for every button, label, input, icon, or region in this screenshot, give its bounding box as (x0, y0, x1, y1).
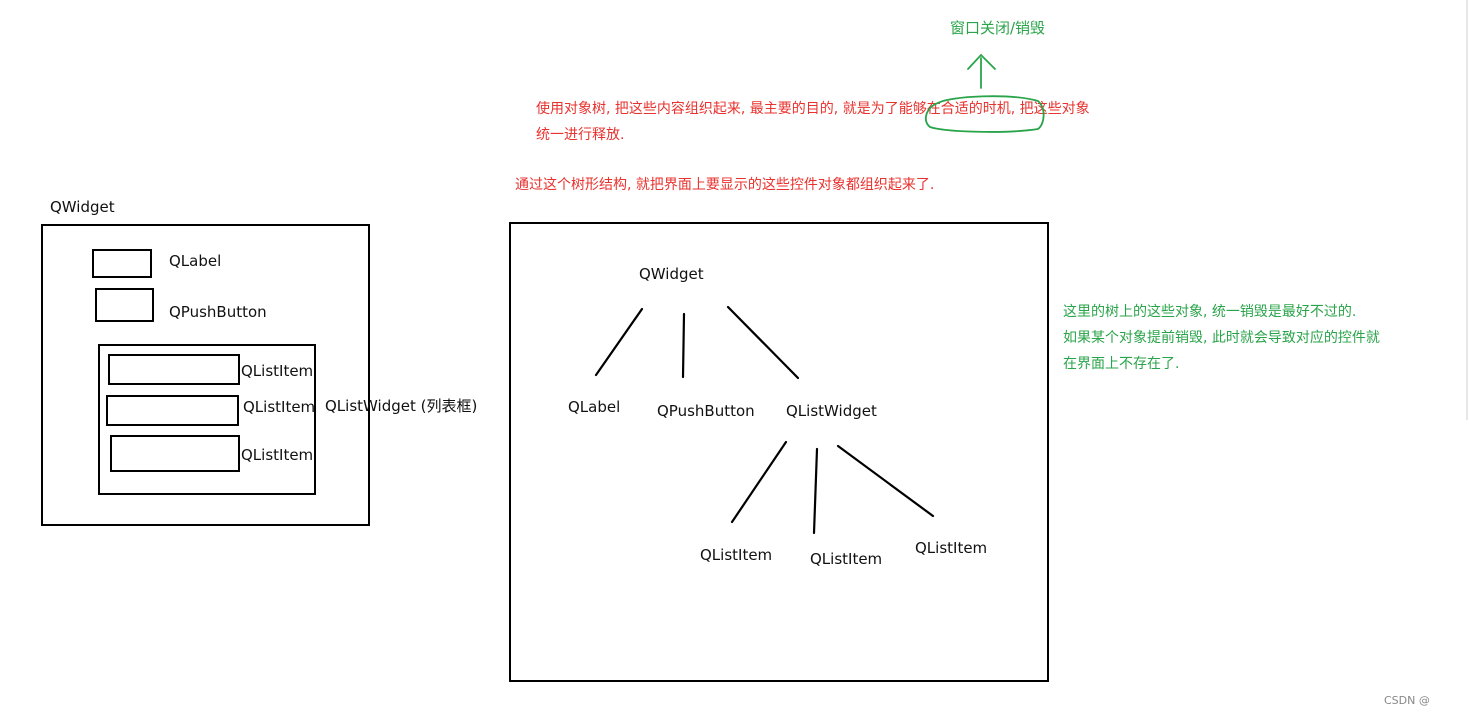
tree-node-listitem-2: QListItem (810, 550, 883, 568)
left-root-label: QWidget (50, 198, 115, 216)
tree-node-qlistwidget: QListWidget (786, 402, 877, 420)
list-item-box-1 (108, 354, 240, 385)
tree-node-listitem-3: QListItem (915, 539, 988, 557)
qlabel-label: QLabel (169, 252, 222, 270)
edge-root-qlistwidget (726, 305, 800, 380)
release-note-line1: 使用对象树, 把这些内容组织起来, 最主要的目的, 就是为了能够在合适的时机, … (536, 101, 1090, 117)
qpushbutton-label: QPushButton (169, 303, 267, 321)
list-item-label-3: QListItem (241, 446, 314, 464)
tree-node-qpushbutton: QPushButton (657, 402, 755, 420)
structure-note: 通过这个树形结构, 就把界面上要显示的这些控件对象都组织起来了. (515, 177, 935, 193)
edge-qlistwidget-item1 (730, 440, 788, 524)
watermark: CSDN @ (1384, 694, 1430, 707)
tree-frame (509, 222, 1049, 682)
list-item-box-3 (110, 435, 240, 472)
list-item-label-2: QListItem (243, 398, 316, 416)
qwidget-box (41, 224, 370, 526)
edge-root-qlabel (594, 307, 644, 377)
edge-qlistwidget-item3 (836, 444, 935, 518)
release-note-line2: 统一进行释放. (536, 127, 625, 143)
qlistwidget-box (98, 344, 316, 495)
edge-root-qpushbutton (681, 312, 686, 379)
qlistwidget-label: QListWidget (列表框) (325, 397, 478, 415)
edge-qlistwidget-item2 (812, 447, 819, 535)
list-item-box-2 (106, 395, 239, 426)
tree-node-root: QWidget (639, 265, 704, 283)
destroy-label: 窗口关闭/销毁 (950, 19, 1046, 37)
qlabel-box (92, 249, 152, 278)
up-arrow-head (967, 53, 996, 70)
side-note-line2: 如果某个对象提前销毁, 此时就会导致对应的控件就 (1063, 330, 1380, 346)
highlight-loop (924, 95, 1045, 133)
side-note-line3: 在界面上不存在了. (1063, 356, 1180, 372)
tree-node-listitem-1: QListItem (700, 546, 773, 564)
side-note-line1: 这里的树上的这些对象, 统一销毁是最好不过的. (1063, 304, 1357, 320)
tree-node-qlabel: QLabel (568, 398, 621, 416)
list-item-label-1: QListItem (241, 362, 314, 380)
qpushbutton-box (95, 288, 154, 322)
